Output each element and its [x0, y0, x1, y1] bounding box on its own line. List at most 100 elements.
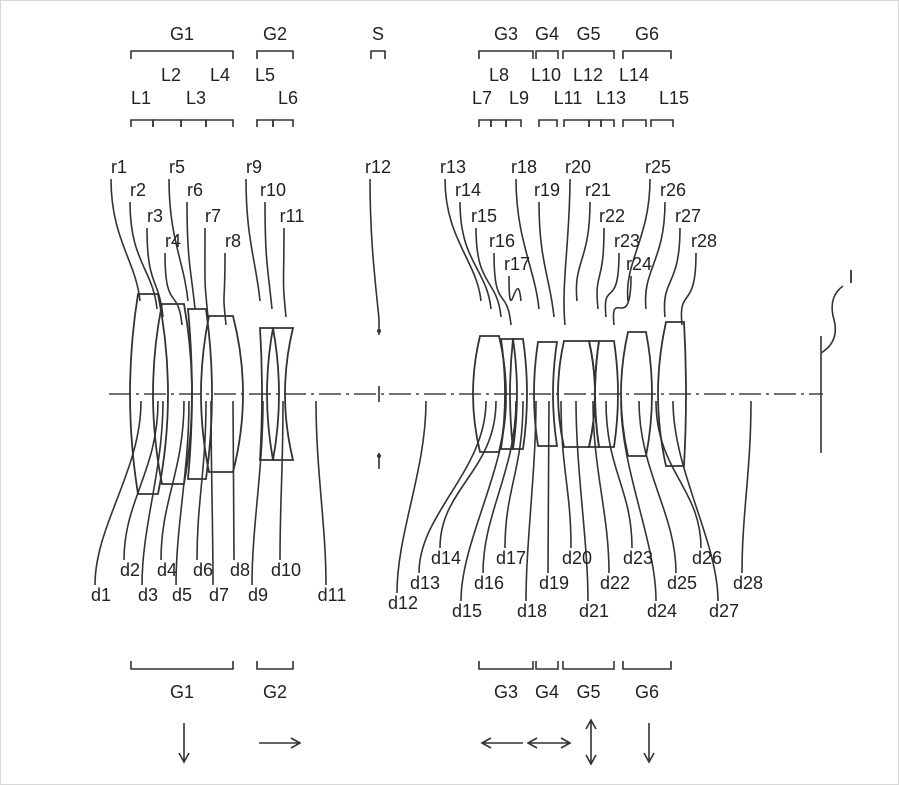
- image-plane-label: I: [848, 267, 853, 287]
- group-bracket: [130, 50, 234, 59]
- surface-leader: [223, 252, 227, 326]
- g2-right-arrow-icon: [259, 737, 302, 749]
- surface-label: r6: [187, 180, 203, 200]
- surface-label: r28: [691, 231, 717, 251]
- surface-leader: [204, 227, 209, 318]
- distance-label: d19: [539, 573, 569, 593]
- distance-leader: [605, 400, 633, 549]
- distance-leader: [482, 400, 517, 574]
- distance-leader: [123, 400, 159, 561]
- surface-label: r23: [614, 231, 640, 251]
- surface-leader: [444, 178, 482, 302]
- distance-leader: [741, 400, 752, 574]
- lens-bracket: [130, 119, 154, 127]
- lens-label: L13: [596, 88, 626, 108]
- surface-label: r3: [147, 206, 163, 226]
- surface-label: r8: [225, 231, 241, 251]
- distance-leader: [638, 400, 677, 574]
- surface-leader: [563, 178, 571, 326]
- g6-down-arrow-icon: [643, 723, 655, 764]
- distance-leader: [94, 400, 142, 586]
- surface-label: r26: [660, 180, 686, 200]
- group-bracket-bottom: [130, 661, 234, 670]
- lens-l6: [271, 327, 295, 461]
- surface-label: r20: [565, 157, 591, 177]
- surface-label: r15: [471, 206, 497, 226]
- distance-leader: [210, 400, 214, 586]
- surface-label: r17: [504, 254, 530, 274]
- surface-leader: [369, 178, 380, 320]
- lens-bracket: [490, 119, 507, 127]
- distance-label: d25: [667, 573, 697, 593]
- surface-label: r14: [455, 180, 481, 200]
- g3-left-arrow-icon: [480, 737, 523, 749]
- lens-bracket: [650, 119, 674, 127]
- lens-l1: [129, 293, 169, 495]
- surface-leader: [475, 227, 502, 318]
- lens-l3: [187, 308, 213, 480]
- distance-label: d17: [496, 548, 526, 568]
- distance-label: d27: [709, 601, 739, 621]
- distance-leader: [592, 400, 610, 574]
- lens-bracket: [256, 119, 274, 127]
- group-label-top: G1: [170, 24, 194, 44]
- surface-leader: [186, 201, 196, 310]
- lens-label: L9: [509, 88, 529, 108]
- distance-label: d28: [733, 573, 763, 593]
- distance-leader: [672, 400, 719, 602]
- distance-label: d8: [230, 560, 250, 580]
- distance-label: d14: [431, 548, 461, 568]
- lens-label: L10: [531, 65, 561, 85]
- group-label-top: G4: [535, 24, 559, 44]
- lens-bracket: [505, 119, 522, 127]
- lens-label: L6: [278, 88, 298, 108]
- distance-leader: [315, 400, 327, 586]
- distance-label: d15: [452, 601, 482, 621]
- lens-label: L14: [619, 65, 649, 85]
- distance-label: d26: [692, 548, 722, 568]
- surface-leader: [538, 201, 555, 318]
- surface-leader: [626, 178, 651, 302]
- lens-label: L12: [573, 65, 603, 85]
- lens-bracket: [538, 119, 558, 127]
- g5-up-down-arrow-icon: [585, 718, 597, 766]
- image-plane: [820, 285, 844, 453]
- distance-label: d10: [271, 560, 301, 580]
- surface-leader: [110, 178, 141, 302]
- surface-leader: [508, 275, 522, 302]
- distance-label: d2: [120, 560, 140, 580]
- distance-leader: [160, 400, 185, 561]
- distance-leader: [560, 400, 572, 549]
- group-label-top: G6: [635, 24, 659, 44]
- surface-label: r27: [675, 206, 701, 226]
- distance-label: d11: [318, 585, 347, 605]
- group-bracket-bottom: [622, 661, 672, 670]
- surface-label: r5: [169, 157, 185, 177]
- lens-label: L4: [210, 65, 230, 85]
- distance-leader: [196, 400, 207, 561]
- lens-label: L11: [554, 88, 583, 108]
- distance-leader: [418, 400, 487, 574]
- surface-leader: [282, 227, 287, 318]
- surface-leader: [644, 201, 666, 310]
- group-bracket-bottom: [535, 661, 559, 670]
- surface-leader: [164, 252, 183, 326]
- lens-bracket: [272, 119, 294, 127]
- surface-leader: [493, 252, 512, 326]
- distance-label: d4: [157, 560, 177, 580]
- distance-leader: [396, 400, 427, 594]
- surface-leader: [515, 178, 540, 310]
- surface-label: r13: [440, 157, 466, 177]
- surface-label: r9: [246, 157, 262, 177]
- surface-label: r12: [365, 157, 391, 177]
- group-bracket: [478, 50, 534, 59]
- distance-leader: [141, 400, 164, 586]
- aperture-stop: [377, 319, 381, 469]
- surface-leader: [612, 275, 632, 326]
- leader-lines: [94, 178, 752, 602]
- group-label-top: G5: [576, 24, 600, 44]
- surface-leader: [146, 227, 164, 318]
- surface-leader: [575, 201, 591, 302]
- group-bracket-bottom: [478, 661, 534, 670]
